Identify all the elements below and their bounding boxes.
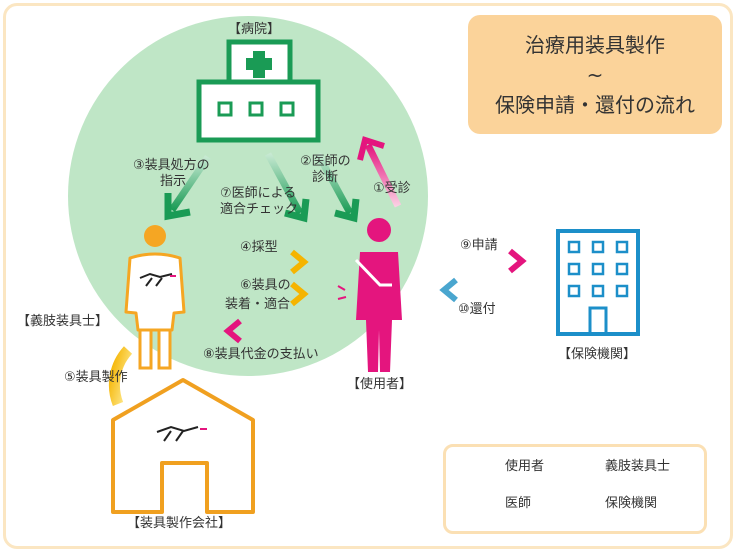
legend-label-doctor: 医師	[505, 496, 532, 511]
legend	[443, 444, 707, 534]
step-refund: ⑩還付	[458, 302, 496, 317]
insurer-icon	[556, 229, 640, 336]
step-fitting-check-1: ⑦医師による	[220, 186, 297, 201]
step-fitting-2: 装着・適合	[225, 297, 291, 312]
legend-label-user: 使用者	[505, 459, 545, 474]
step-diagnosis-1: ②医師の	[300, 154, 351, 169]
step-application: ⑨申請	[460, 238, 498, 253]
arrow-refund	[439, 277, 522, 303]
insurer-label: 【保険機関】	[558, 347, 637, 362]
step-prescription-2: 指示	[160, 174, 187, 189]
arrow-fitting	[217, 281, 309, 307]
arrow-application	[442, 248, 527, 274]
arrow-payment	[223, 318, 306, 344]
title-box: 治療用装具製作 ~ 保険申請・還付の流れ	[468, 15, 722, 134]
user-label: 【使用者】	[347, 377, 413, 392]
company-icon	[111, 378, 255, 514]
step-prescription-1: ③装具処方の	[133, 158, 210, 173]
company-label: 【装具製作会社】	[127, 516, 232, 531]
legend-label-prosthetist: 義肢装具士	[605, 459, 671, 474]
prosthetist-label: 【義肢装具士】	[17, 314, 109, 329]
title-line-1: 治療用装具製作	[525, 32, 665, 57]
step-fitting-1: ⑥装具の	[240, 278, 291, 293]
title-line-2: ~	[586, 62, 604, 87]
arrow-visit	[357, 136, 402, 208]
title-line-3: 保険申請・還付の流れ	[495, 92, 695, 117]
prosthetist-icon	[124, 225, 186, 370]
arrow-diagnosis	[314, 152, 360, 223]
hospital-icon	[196, 39, 321, 143]
arrow-casting	[217, 249, 309, 275]
step-payment: ⑧装具代金の支払い	[203, 347, 319, 362]
step-visit: ①受診	[373, 181, 411, 196]
hospital-label: 【病院】	[228, 22, 281, 37]
manufacture-arc	[108, 346, 133, 407]
arrow-fitting-check	[264, 152, 310, 223]
legend-label-insurer: 保険機関	[605, 496, 658, 511]
user-icon	[337, 218, 402, 372]
step-casting: ④採型	[240, 240, 278, 255]
step-diagnosis-2: 診断	[312, 170, 339, 185]
arrow-prescription	[164, 155, 211, 221]
step-manufacture: ⑤装具製作	[64, 370, 128, 385]
step-fitting-check-2: 適合チェック	[220, 202, 299, 217]
